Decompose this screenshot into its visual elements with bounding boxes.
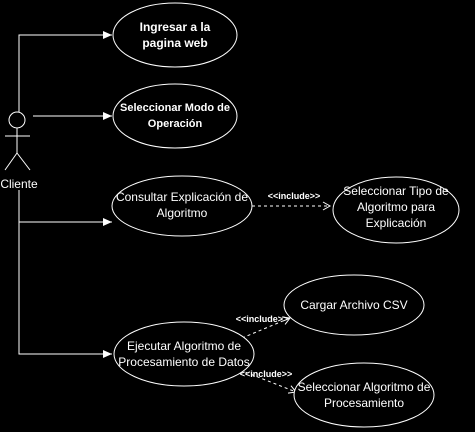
use-case-consultar-line1: Consultar Explicación de <box>116 190 248 204</box>
use-case-seleccionar-algoritmo-line2: Procesamiento <box>324 396 404 410</box>
association-consultar <box>18 190 112 226</box>
use-case-ingresar: Ingresar a la pagina web <box>112 2 238 68</box>
use-case-seleccionar-algoritmo-line1: Seleccionar Algoritmo de <box>298 380 431 394</box>
use-case-cargar-csv: Cargar Archivo CSV <box>283 274 425 336</box>
association-ejecutar <box>18 222 112 358</box>
include-line-ejecutar-csv <box>241 316 291 339</box>
associations <box>18 31 112 358</box>
use-case-cargar-csv-line1: Cargar Archivo CSV <box>300 298 407 312</box>
use-case-ejecutar-line2: Procesamiento de Datos <box>118 355 249 369</box>
use-case-seleccionar-tipo: Seleccionar Tipo de Algoritmo para Expli… <box>332 176 460 244</box>
use-case-seleccionar-tipo-line1: Seleccionar Tipo de <box>343 184 449 198</box>
actor-head <box>8 111 26 129</box>
actor-label: Cliente <box>0 177 38 191</box>
actor-left-leg <box>4 152 18 171</box>
use-case-seleccionar-algoritmo: Seleccionar Algoritmo de Procesamiento <box>293 362 435 428</box>
use-case-ejecutar-line1: Ejecutar Algoritmo de <box>127 339 241 353</box>
use-case-ejecutar: Ejecutar Algoritmo de Procesamiento de D… <box>113 321 255 387</box>
include-label-1: <<include>> <box>268 191 321 201</box>
use-case-consultar-line2: Algoritmo <box>157 206 208 220</box>
use-case-seleccionar-modo-line1: Seleccionar Modo de <box>120 102 230 114</box>
use-case-consultar: Consultar Explicación de Algoritmo <box>111 175 253 237</box>
use-case-ingresar-line2: pagina web <box>142 36 207 50</box>
use-case-seleccionar-tipo-line3: Explicación <box>366 216 427 230</box>
association-ingresar <box>18 31 112 112</box>
include-label-2: <<include>> <box>236 314 289 324</box>
actor-right-leg <box>16 152 31 171</box>
use-case-seleccionar-modo-line2: Operación <box>148 118 203 130</box>
use-case-ingresar-line1: Ingresar a la <box>140 20 211 34</box>
include-label-3: <<include>> <box>240 369 293 379</box>
include-line-ejecutar-seleccionar <box>239 369 297 394</box>
use-case-seleccionar-tipo-line2: Algoritmo para <box>357 200 435 214</box>
include-relations <box>239 201 332 394</box>
use-case-seleccionar-modo: Seleccionar Modo de Operación <box>112 83 238 149</box>
actor-cliente <box>4 111 31 171</box>
